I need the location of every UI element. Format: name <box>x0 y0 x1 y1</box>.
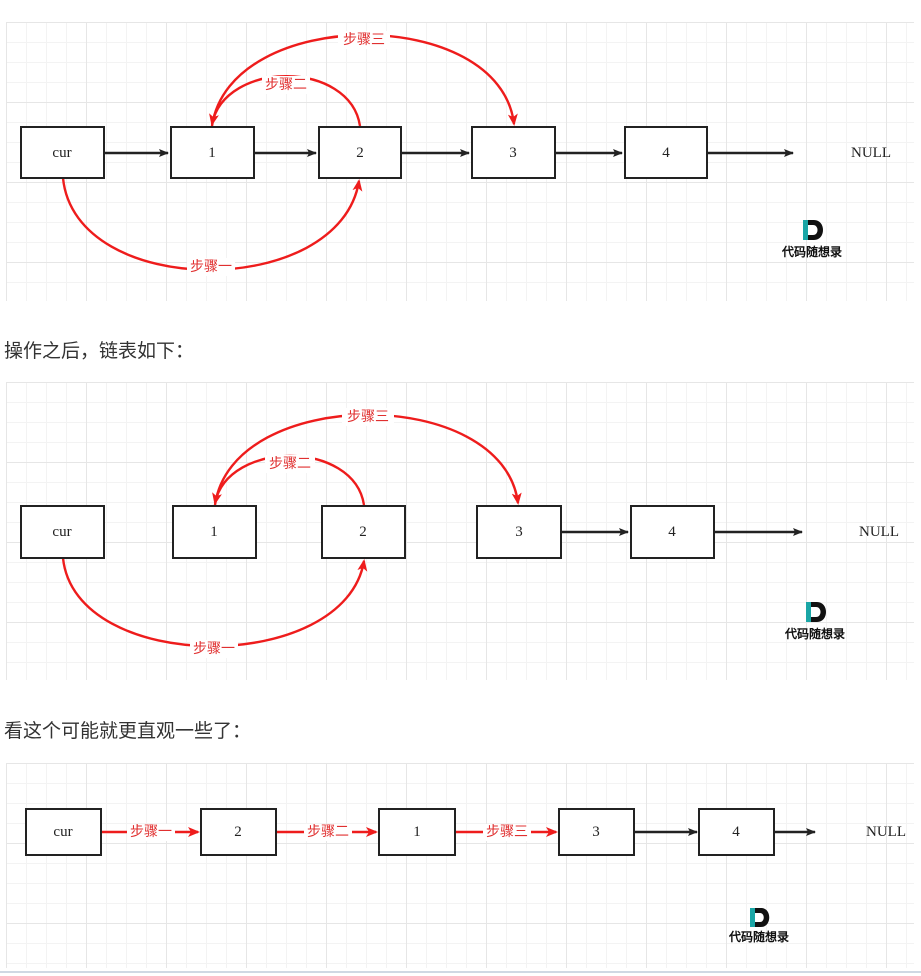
d2-node-3-label: 3 <box>515 524 523 540</box>
d3-node-cur-label: cur <box>53 824 72 840</box>
d2-step-three-label: 步骤三 <box>347 409 389 425</box>
d2-node-4 <box>630 505 715 559</box>
d3-step-three-label: 步骤三 <box>486 824 528 840</box>
d1-step-one-arrow <box>61 177 363 271</box>
diagram-1: cur 1 2 3 4 NULL 步骤一 步骤二 步骤三 代码随想录 <box>20 31 891 276</box>
d3-step-one-label: 步骤一 <box>130 824 172 840</box>
d1-logo-text: 代码随想录 <box>781 244 842 259</box>
d1-step-one-label: 步骤一 <box>190 259 232 275</box>
d1-node-3-label: 3 <box>509 145 517 161</box>
d2-node-1 <box>172 505 257 559</box>
d3-logo: 代码随想录 <box>728 908 789 944</box>
d2-node-4-label: 4 <box>668 524 676 540</box>
d2-node-3 <box>476 505 562 559</box>
d2-step-one-label: 步骤一 <box>193 641 235 657</box>
d1-node-1 <box>170 126 255 179</box>
d3-step-two-label: 步骤二 <box>307 824 349 840</box>
diagram-panel-1 <box>6 22 914 301</box>
d1-node-cur-label: cur <box>52 145 71 161</box>
d1-null-label: NULL <box>851 145 891 161</box>
diagram-panel-3 <box>6 763 914 968</box>
d2-node-cur-label: cur <box>52 524 71 540</box>
d2-node-2 <box>321 505 406 559</box>
d3-node-2 <box>200 808 277 856</box>
d1-node-cur <box>20 126 105 179</box>
d2-step-two-label: 步骤二 <box>269 456 311 472</box>
d2-step-one-arrow <box>61 557 368 648</box>
d2-node-1-label: 1 <box>210 524 218 540</box>
bottom-divider <box>0 971 921 973</box>
d2-null-label: NULL <box>859 524 899 540</box>
d3-node-3 <box>558 808 635 856</box>
caption-after-operation: 操作之后，链表如下： <box>4 340 195 362</box>
d1-node-1-label: 1 <box>208 145 216 161</box>
d3-node-4 <box>698 808 775 856</box>
d2-node-cur <box>20 505 105 559</box>
diagram-2: cur 1 2 3 4 NULL 步骤一 步骤二 步骤三 代码随想录 <box>20 408 899 658</box>
d2-node-2-label: 2 <box>359 524 367 540</box>
d1-logo: 代码随想录 <box>781 220 842 259</box>
d1-node-2-label: 2 <box>356 145 364 161</box>
caption-more-intuitive: 看这个可能就更直观一些了： <box>4 720 252 742</box>
diagram-3: 步骤一 步骤二 步骤三 cur 2 1 3 4 NULL 代码随想录 <box>25 808 906 944</box>
d3-node-1-label: 1 <box>413 824 421 840</box>
d3-node-4-label: 4 <box>732 824 740 840</box>
d1-node-4-label: 4 <box>662 145 670 161</box>
d1-node-3 <box>471 126 556 179</box>
d3-null-label: NULL <box>866 824 906 840</box>
d1-node-2 <box>318 126 402 179</box>
d1-step-three-label: 步骤三 <box>343 32 385 48</box>
d2-logo-text: 代码随想录 <box>784 626 845 641</box>
d2-logo: 代码随想录 <box>784 602 845 641</box>
d1-step-two-label: 步骤二 <box>265 77 307 93</box>
d3-node-3-label: 3 <box>592 824 600 840</box>
d3-node-2-label: 2 <box>234 824 242 840</box>
d1-node-4 <box>624 126 708 179</box>
d3-logo-text: 代码随想录 <box>728 929 789 944</box>
d3-node-cur <box>25 808 102 856</box>
d3-node-1 <box>378 808 456 856</box>
